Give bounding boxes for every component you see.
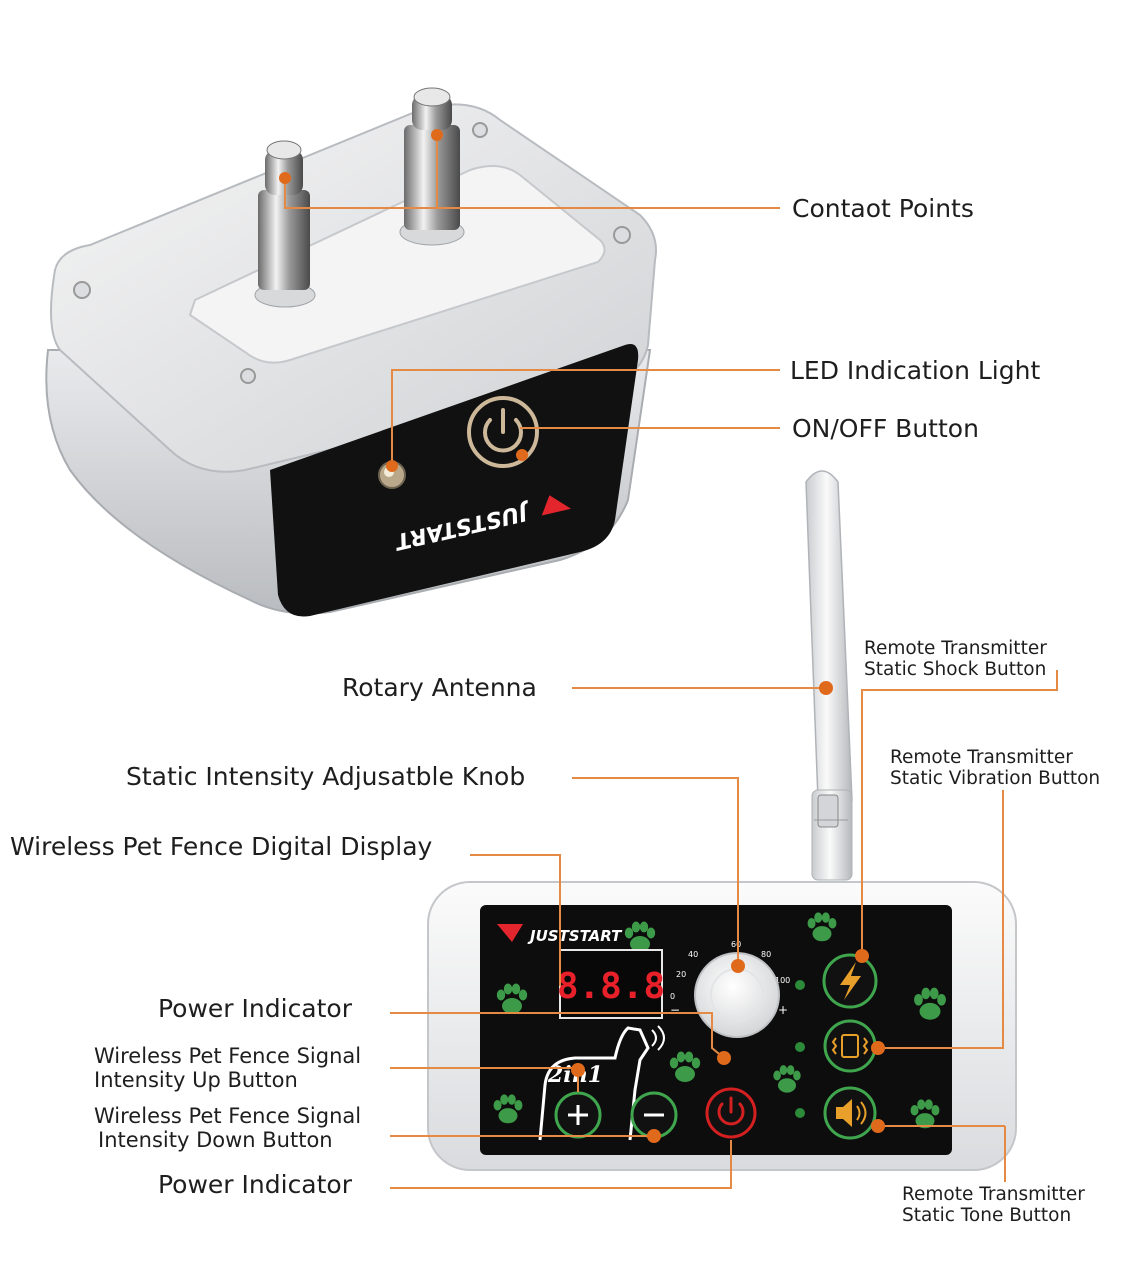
dial-tick-40: 40 xyxy=(688,950,698,959)
leader-dots xyxy=(279,129,885,1143)
status-led xyxy=(795,1108,805,1118)
label-tone-line2: Static Tone Button xyxy=(902,1205,1072,1226)
leader-lines xyxy=(284,135,1058,1189)
label-rotary-antenna: Rotary Antenna xyxy=(342,673,537,702)
contact-pin-left xyxy=(254,140,316,308)
label-shock-button: Remote Transmitter Static Shock Button xyxy=(864,638,1047,680)
label-signal-down-line1: Wireless Pet Fence Signal xyxy=(94,1104,362,1128)
label-digital-display: Wireless Pet Fence Digital Display xyxy=(10,832,433,861)
dial-tick-100: 100 xyxy=(775,976,790,985)
label-signal-down-button: Wireless Pet Fence Signal Intensity Down… xyxy=(94,1104,361,1152)
label-vibration-button: Remote Transmitter Static Vibration Butt… xyxy=(890,747,1100,789)
dial-tick-60: 60 xyxy=(731,940,741,949)
dial-tick-20: 20 xyxy=(676,970,686,979)
status-led xyxy=(795,1042,805,1052)
static-shock-button[interactable] xyxy=(822,953,878,1009)
dial-plus: + xyxy=(778,1003,788,1017)
dial-scale: 0 20 40 60 80 100 − + xyxy=(670,940,790,1017)
static-tone-button[interactable] xyxy=(823,1086,877,1140)
rotary-antenna[interactable] xyxy=(805,470,853,881)
digital-display: 8.8.8 xyxy=(557,949,665,1019)
vibration-icon xyxy=(831,1034,869,1058)
power-icon xyxy=(483,418,523,453)
power-icon xyxy=(717,1102,745,1126)
label-static-intensity-knob: Static Intensity Adjusatble Knob xyxy=(126,762,526,791)
brand-text: JUSTSTART xyxy=(527,927,623,945)
status-led xyxy=(795,980,805,990)
label-on-off-button: ON/OFF Button xyxy=(792,414,979,443)
label-led-indication-light: LED Indication Light xyxy=(790,356,1041,385)
lightning-icon xyxy=(840,962,861,1000)
label-power-indicator-bottom: Power Indicator xyxy=(158,1170,353,1199)
static-vibration-button[interactable] xyxy=(823,1019,877,1073)
label-shock-line1: Remote Transmitter xyxy=(864,638,1047,659)
dog-icon xyxy=(538,1025,665,1141)
display-readout: 8.8.8 xyxy=(557,966,665,1007)
collar-power-button[interactable] xyxy=(467,396,539,468)
transmitter-power-button[interactable] xyxy=(705,1087,757,1139)
dial-tick-80: 80 xyxy=(761,950,771,959)
label-signal-up-line2: Intensity Up Button xyxy=(94,1068,298,1092)
label-signal-up-button: Wireless Pet Fence Signal Intensity Up B… xyxy=(94,1044,361,1092)
label-tone-button: Remote Transmitter Static Tone Button xyxy=(902,1184,1085,1226)
label-contact-points: Contaot Points xyxy=(792,194,974,223)
transmitter-brand-logo: JUSTSTART xyxy=(497,924,623,945)
label-signal-down-line2: Intensity Down Button xyxy=(98,1128,333,1152)
dial-tick-0: 0 xyxy=(670,992,675,1001)
transmitter-unit: JUSTSTART 8.8.8 0 20 40 60 80 100 − + xyxy=(427,881,1017,1171)
label-vibration-line1: Remote Transmitter xyxy=(890,747,1073,768)
speaker-icon xyxy=(836,1099,867,1127)
contact-pin-right xyxy=(399,87,465,246)
collar-receiver: JUSTSTART xyxy=(45,87,657,617)
signal-up-button[interactable] xyxy=(554,1091,602,1139)
plus-icon xyxy=(568,1105,588,1125)
label-vibration-line2: Static Vibration Button xyxy=(890,768,1101,789)
dial-minus: − xyxy=(670,1003,680,1017)
label-power-indicator-top: Power Indicator xyxy=(158,994,353,1023)
label-tone-line1: Remote Transmitter xyxy=(902,1184,1085,1205)
label-shock-line2: Static Shock Button xyxy=(864,659,1047,680)
label-signal-up-line1: Wireless Pet Fence Signal xyxy=(94,1044,362,1068)
